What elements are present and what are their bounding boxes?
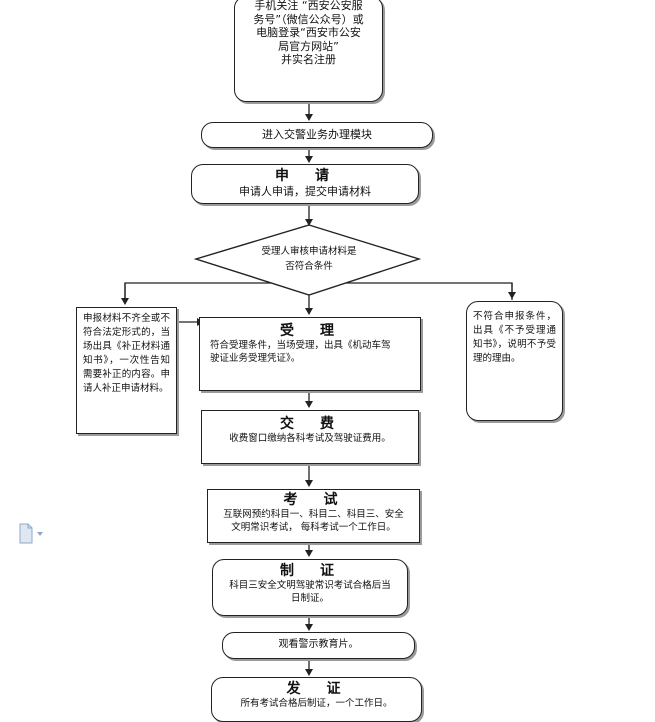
start-box: 手机关注 “西安公安服 务号”（微信公众号）或 电脑登录“西安市公安 局官方网站… [234, 0, 383, 102]
fee-title: 交 费 [280, 416, 340, 432]
apply-box: 申 请 申请人申请，提交申请材料 [191, 164, 419, 204]
start-line-3: 电脑登录“西安市公安 [256, 26, 361, 39]
enter-module-label: 进入交警业务办理模块 [262, 128, 372, 141]
accept-desc-1: 符合受理条件，当场受理，出具《机动车驾 [210, 340, 391, 351]
exam-title: 考 试 [283, 492, 344, 508]
document-icon[interactable] [18, 523, 46, 545]
license-desc-1: 科目三安全文明驾驶常识考试合格后当 [229, 580, 391, 591]
video-label: 观看警示教育片。 [278, 639, 359, 650]
issue-title: 发 证 [286, 681, 347, 697]
accept-desc-2: 驶证业务受理凭证》。 [210, 352, 301, 364]
exam-box: 考 试 互联网预约科目一、科目二、科目三、安全 文明常识考试， 每科考试一个工作… [207, 489, 420, 543]
apply-desc: 申请人申请，提交申请材料 [239, 185, 371, 198]
fee-desc: 收费窗口缴纳各科考试及驾驶证费用。 [229, 433, 391, 444]
license-box: 制 证 科目三安全文明驾驶常识考试合格后当 日制证。 [212, 559, 408, 616]
decision-diamond [193, 224, 422, 296]
issue-desc: 所有考试合格后制证，一个工作日。 [240, 698, 393, 709]
left-supplement-box: 申报材料不齐全或不符合法定形式的，当场出具《补正材料通知书》，一次性告知需要补正… [76, 307, 177, 434]
issue-box: 发 证 所有考试合格后制证，一个工作日。 [211, 677, 422, 722]
license-desc-2: 日制证。 [290, 592, 329, 604]
decision-line-2: 否符合条件 [285, 261, 333, 272]
decision-text: 受理人审核申请材料是 否符合条件 [238, 244, 380, 274]
start-line-4: 局官方网站” [278, 39, 339, 53]
right-reject-box: 不符合申报条件，出具《不予受理通知书》，说明不予受理的理由。 [466, 301, 563, 421]
license-title: 制 证 [280, 563, 340, 579]
accept-title: 受 理 [280, 323, 340, 339]
enter-module-box: 进入交警业务办理模块 [201, 122, 433, 148]
start-line-5: 并实名注册 [281, 53, 336, 66]
left-supplement-text: 申报材料不齐全或不符合法定形式的，当场出具《补正材料通知书》，一次性告知需要补正… [83, 313, 170, 394]
fee-box: 交 费 收费窗口缴纳各科考试及驾驶证费用。 [201, 410, 419, 464]
exam-desc-1: 互联网预约科目一、科目二、科目三、安全 [223, 509, 404, 520]
accept-box: 受 理 符合受理条件，当场受理，出具《机动车驾 驶证业务受理凭证》。 [199, 317, 421, 391]
start-line-1: 手机关注 “西安公安服 [254, 0, 363, 12]
apply-title: 申 请 [275, 168, 335, 184]
start-line-2: 务号”（微信公众号）或 [253, 12, 364, 26]
video-box: 观看警示教育片。 [222, 632, 415, 659]
right-reject-text: 不符合申报条件，出具《不予受理通知书》，说明不予受理的理由。 [473, 311, 556, 364]
exam-desc-2: 文明常识考试， 每科考试一个工作日。 [231, 521, 396, 533]
decision-line-1: 受理人审核申请材料是 [261, 246, 357, 257]
